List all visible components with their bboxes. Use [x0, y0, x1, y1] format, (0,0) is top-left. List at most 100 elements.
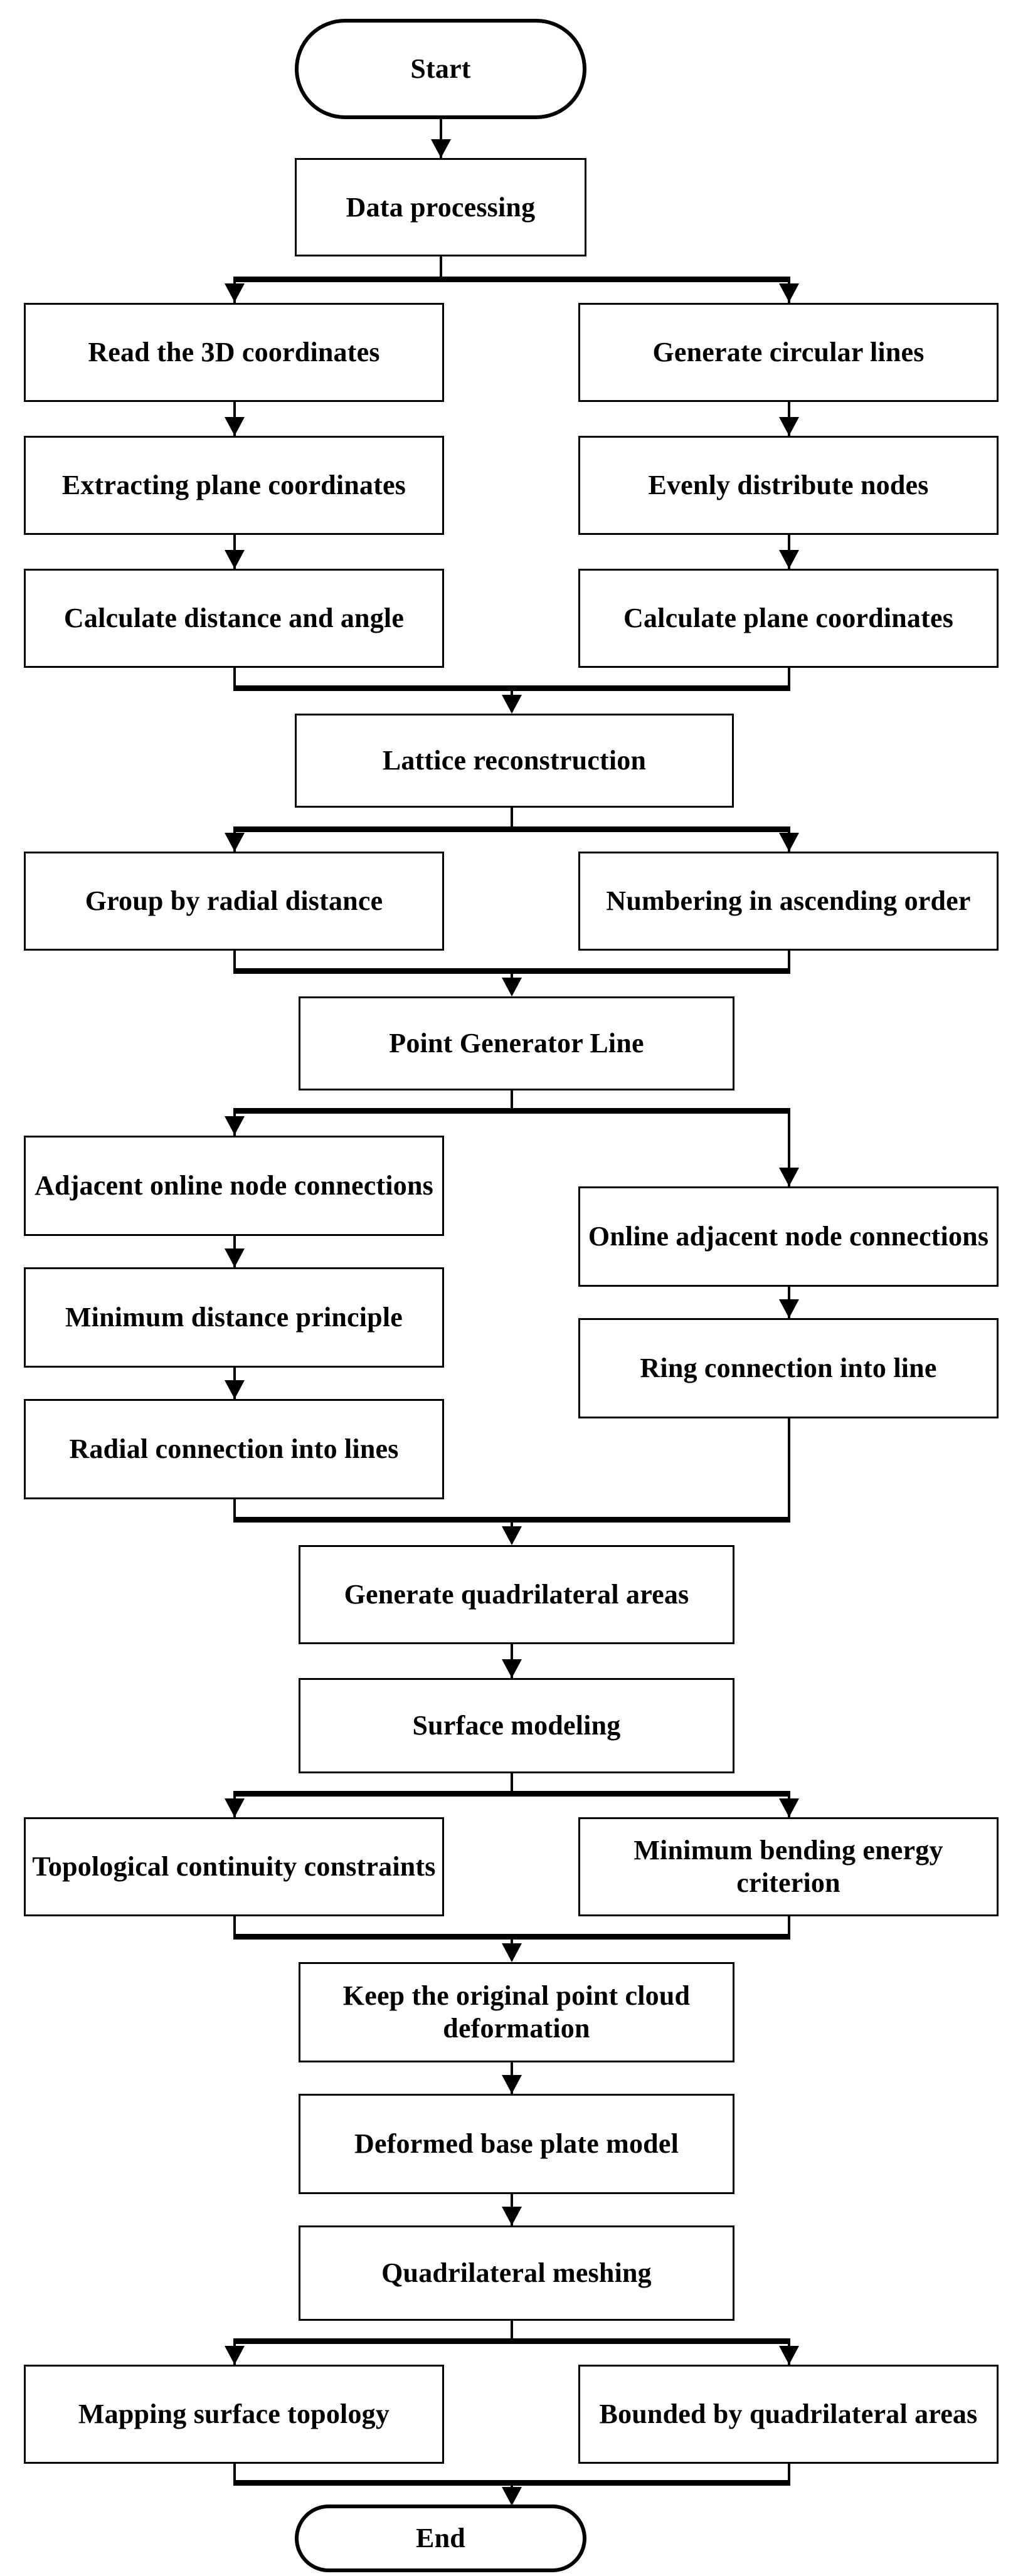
arrowhead-group-by-radial-distance: [225, 833, 245, 852]
connector-bending-riser: [788, 1916, 790, 1938]
node-lattice-reconstruction[interactable]: Lattice reconstruction: [295, 714, 734, 808]
connector-ring-riser-long: [788, 1418, 790, 1521]
node-calculate-plane-coordinates[interactable]: Calculate plane coordinates: [578, 569, 999, 668]
arrowhead-extracting-plane-coordinates: [225, 417, 245, 436]
node-mapping-surface-topology-label: Mapping surface topology: [78, 2399, 390, 2430]
node-start[interactable]: Start: [295, 19, 586, 119]
node-surface-modeling[interactable]: Surface modeling: [299, 1678, 734, 1773]
node-online-adjacent-node-connections[interactable]: Online adjacent node connections: [578, 1186, 999, 1287]
node-keep-original-point-cloud-deformation[interactable]: Keep the original point cloud deformatio…: [299, 1962, 734, 2062]
arrowhead-end: [502, 2487, 522, 2506]
arrowhead-online-adjacent-node-connections: [779, 1168, 799, 1186]
connector-data-processing-stem: [440, 256, 442, 279]
arrowhead-ring-connection-into-line: [779, 1299, 799, 1318]
node-generate-circular-lines[interactable]: Generate circular lines: [578, 303, 999, 402]
arrowhead-minimum-bending-energy-criterion: [779, 1798, 799, 1817]
connector-mapping-riser: [233, 2464, 236, 2484]
node-group-by-radial-distance-label: Group by radial distance: [85, 885, 383, 917]
connector-surface-stem: [511, 1773, 513, 1793]
node-numbering-in-ascending-order[interactable]: Numbering in ascending order: [578, 852, 999, 951]
arrowhead-point-generator-line: [502, 978, 522, 996]
connector-bounded-riser: [788, 2464, 790, 2484]
node-keep-original-point-cloud-deformation-label: Keep the original point cloud deformatio…: [342, 1980, 691, 2044]
node-deformed-base-plate-model-label: Deformed base plate model: [354, 2128, 679, 2160]
split-bar-quadrilateral-meshing: [233, 2338, 790, 2344]
connector-calcplane-riser: [788, 668, 790, 689]
arrowhead-surface-modeling: [502, 1659, 522, 1678]
node-generate-quadrilateral-areas[interactable]: Generate quadrilateral areas: [299, 1545, 734, 1644]
connector-radial-riser: [233, 1499, 236, 1521]
node-generate-circular-lines-label: Generate circular lines: [652, 337, 925, 368]
arrowhead-bounded-by-quadrilateral-areas: [779, 2346, 799, 2365]
split-bar-point-generator-line: [233, 1108, 790, 1114]
node-read-3d-coordinates[interactable]: Read the 3D coordinates: [24, 303, 444, 402]
arrowhead-keep-original-point-cloud-deformation: [502, 1943, 522, 1962]
node-group-by-radial-distance[interactable]: Group by radial distance: [24, 852, 444, 951]
split-bar-lattice-reconstruction: [233, 826, 790, 832]
node-topological-continuity-constraints-label: Topological continuity constraints: [32, 1851, 436, 1882]
arrowhead-read-3d-coordinates: [225, 283, 245, 302]
connector-pointgen-stem: [511, 1090, 513, 1111]
node-minimum-bending-energy-criterion[interactable]: Minimum bending energy criterion: [578, 1817, 999, 1916]
node-mapping-surface-topology[interactable]: Mapping surface topology: [24, 2365, 444, 2464]
node-generate-quadrilateral-areas-label: Generate quadrilateral areas: [344, 1579, 689, 1610]
node-bounded-by-quadrilateral-areas[interactable]: Bounded by quadrilateral areas: [578, 2365, 999, 2464]
node-quadrilateral-meshing-label: Quadrilateral meshing: [381, 2257, 652, 2289]
node-evenly-distribute-nodes-label: Evenly distribute nodes: [648, 470, 929, 501]
node-surface-modeling-label: Surface modeling: [412, 1710, 621, 1741]
node-point-generator-line[interactable]: Point Generator Line: [299, 996, 734, 1090]
connector-calcdistance-riser: [233, 668, 236, 689]
node-end[interactable]: End: [295, 2505, 586, 2572]
node-quadrilateral-meshing[interactable]: Quadrilateral meshing: [299, 2225, 734, 2321]
connector-start-to-data-processing: [440, 119, 442, 158]
arrowhead-calculate-distance-and-angle: [225, 550, 245, 569]
split-bar-data-processing: [233, 277, 790, 282]
arrowhead-minimum-distance-principle: [225, 1248, 245, 1267]
arrowhead-calculate-plane-coordinates: [779, 550, 799, 569]
arrowhead-lattice-reconstruction: [502, 695, 522, 714]
connector-group-riser: [233, 951, 236, 972]
arrowhead-radial-connection-into-lines: [225, 1380, 245, 1399]
node-data-processing-label: Data processing: [346, 191, 536, 223]
node-point-generator-line-label: Point Generator Line: [389, 1028, 644, 1059]
node-minimum-distance-principle[interactable]: Minimum distance principle: [24, 1267, 444, 1368]
node-deformed-base-plate-model[interactable]: Deformed base plate model: [299, 2094, 734, 2194]
split-bar-surface-modeling: [233, 1791, 790, 1797]
arrowhead-generate-circular-lines: [779, 283, 799, 302]
connector-lattice-stem: [511, 808, 513, 829]
node-read-3d-coordinates-label: Read the 3D coordinates: [88, 337, 380, 368]
arrowhead-adjacent-online-node-connections: [225, 1116, 245, 1135]
connector-topological-riser: [233, 1916, 236, 1938]
connector-numbering-riser: [788, 951, 790, 972]
node-ring-connection-into-line[interactable]: Ring connection into line: [578, 1318, 999, 1418]
node-evenly-distribute-nodes[interactable]: Evenly distribute nodes: [578, 436, 999, 535]
node-extracting-plane-coordinates[interactable]: Extracting plane coordinates: [24, 436, 444, 535]
node-extracting-plane-coordinates-label: Extracting plane coordinates: [61, 470, 406, 501]
node-radial-connection-into-lines[interactable]: Radial connection into lines: [24, 1399, 444, 1499]
node-start-label: Start: [410, 53, 471, 85]
connector-meshing-stem: [511, 2321, 513, 2341]
node-topological-continuity-constraints[interactable]: Topological continuity constraints: [24, 1817, 444, 1916]
arrowhead-quadrilateral-meshing: [502, 2207, 522, 2225]
arrowhead-generate-quadrilateral-areas: [502, 1526, 522, 1545]
arrowhead-evenly-distribute-nodes: [779, 417, 799, 436]
node-calculate-plane-coordinates-label: Calculate plane coordinates: [623, 603, 954, 634]
node-adjacent-online-node-connections[interactable]: Adjacent online node connections: [24, 1136, 444, 1236]
arrowhead-deformed-base-plate-model: [502, 2075, 522, 2094]
node-minimum-distance-principle-label: Minimum distance principle: [65, 1302, 403, 1333]
node-lattice-reconstruction-label: Lattice reconstruction: [382, 745, 647, 776]
arrowhead-numbering-in-ascending-order: [779, 833, 799, 852]
node-end-label: End: [416, 2523, 465, 2554]
node-data-processing[interactable]: Data processing: [295, 158, 586, 256]
arrowhead-mapping-surface-topology: [225, 2346, 245, 2365]
node-online-adjacent-node-connections-label: Online adjacent node connections: [588, 1221, 989, 1252]
node-adjacent-online-node-connections-label: Adjacent online node connections: [34, 1170, 433, 1201]
node-ring-connection-into-line-label: Ring connection into line: [640, 1353, 937, 1384]
connector-pointgen-split-right-long: [788, 1108, 790, 1186]
node-calculate-distance-and-angle-label: Calculate distance and angle: [63, 603, 405, 634]
arrowhead-topological-continuity-constraints: [225, 1798, 245, 1817]
node-calculate-distance-and-angle[interactable]: Calculate distance and angle: [24, 569, 444, 668]
node-numbering-in-ascending-order-label: Numbering in ascending order: [606, 885, 971, 917]
node-bounded-by-quadrilateral-areas-label: Bounded by quadrilateral areas: [599, 2399, 978, 2430]
